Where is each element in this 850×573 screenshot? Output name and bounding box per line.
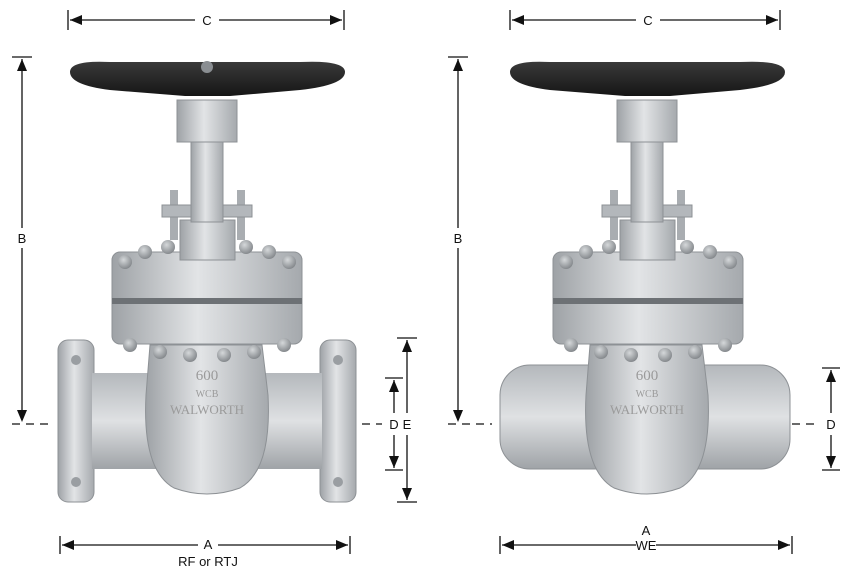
yoke-nut [176, 99, 238, 143]
left-dimensions [12, 10, 417, 554]
cast-material: WCB [636, 389, 659, 400]
flange-bolt-hole [71, 477, 81, 487]
dimension-label-c: C [643, 13, 652, 28]
dimension-label-c: C [202, 13, 211, 28]
dimension-label-d: D [826, 417, 835, 432]
dimension-label-a: A [204, 537, 213, 552]
valve-body [585, 344, 709, 495]
flange-bolt-hole [333, 355, 343, 365]
bonnet-bolts [118, 240, 296, 362]
dimension-label-b: B [18, 231, 27, 246]
right-valve: 600 WCB WALWORTH [499, 61, 791, 495]
end-type-label: RF or RTJ [178, 554, 238, 569]
cast-material: WCB [196, 389, 219, 400]
dimension-label-d: D [389, 417, 398, 432]
left-valve: 600 WCB WALWORTH [57, 61, 357, 503]
handwheel-hub [201, 61, 213, 73]
bonnet-flange-joint [112, 298, 302, 304]
yoke-nut [616, 99, 678, 143]
yoke [630, 129, 664, 223]
bonnet-top [179, 219, 236, 261]
bonnet-bolts [559, 240, 737, 362]
cast-brand: WALWORTH [610, 402, 684, 417]
handwheel [510, 61, 785, 96]
end-type-label: WE [636, 538, 657, 553]
flange-bolt-hole [333, 477, 343, 487]
cast-rating: 600 [636, 368, 659, 384]
dimension-label-e: E [403, 417, 412, 432]
cast-brand: WALWORTH [170, 402, 244, 417]
bonnet-top [619, 219, 676, 261]
valve-body [145, 344, 269, 495]
dimension-label-b: B [454, 231, 463, 246]
dimension-label-a: A [642, 523, 651, 538]
handwheel [70, 61, 345, 96]
bonnet-flange-joint [553, 298, 743, 304]
yoke [190, 129, 224, 223]
right-dimensions [448, 10, 840, 554]
cast-rating: 600 [196, 368, 219, 384]
flange-bolt-hole [71, 355, 81, 365]
